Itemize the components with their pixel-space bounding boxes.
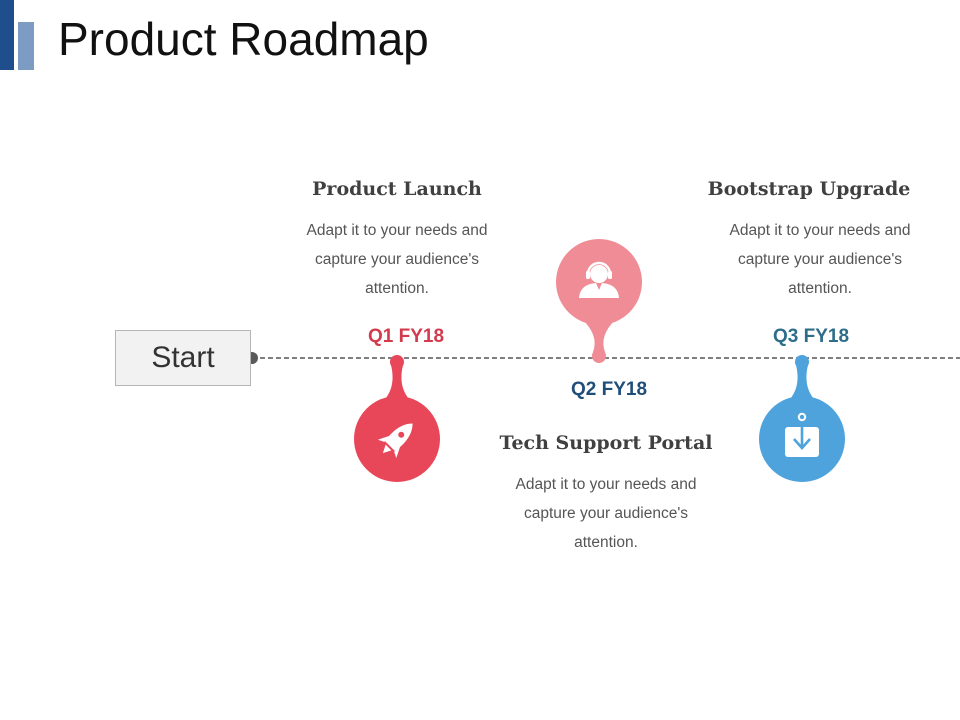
rocket-icon bbox=[377, 423, 413, 459]
title-accent-bar-dark bbox=[0, 0, 14, 70]
quarter-label-q1: Q1 FY18 bbox=[367, 326, 445, 347]
download-arrow-icon bbox=[785, 412, 819, 457]
milestone-description-q2: Adapt it to your needs and capture your … bbox=[515, 476, 697, 551]
milestone-title-q3: Bootstrap Upgrade bbox=[707, 178, 911, 200]
support-agent-icon bbox=[579, 261, 619, 298]
quarter-label-q3: Q3 FY18 bbox=[772, 326, 850, 347]
page-title: Product Roadmap bbox=[58, 13, 429, 65]
milestone-title-q1: Product Launch bbox=[312, 178, 482, 200]
start-button: Start bbox=[115, 330, 251, 386]
milestone-pin-q2 bbox=[556, 239, 642, 363]
title-accent-bar-light bbox=[18, 22, 34, 70]
quarter-label-q2: Q2 FY18 bbox=[570, 379, 648, 400]
milestone-pin-q1 bbox=[354, 355, 440, 482]
milestone-description-q1: Adapt it to your needs and capture your … bbox=[306, 222, 488, 297]
milestone-title-q2: Tech Support Portal bbox=[499, 432, 713, 454]
milestone-description-q3: Adapt it to your needs and capture your … bbox=[729, 222, 911, 297]
